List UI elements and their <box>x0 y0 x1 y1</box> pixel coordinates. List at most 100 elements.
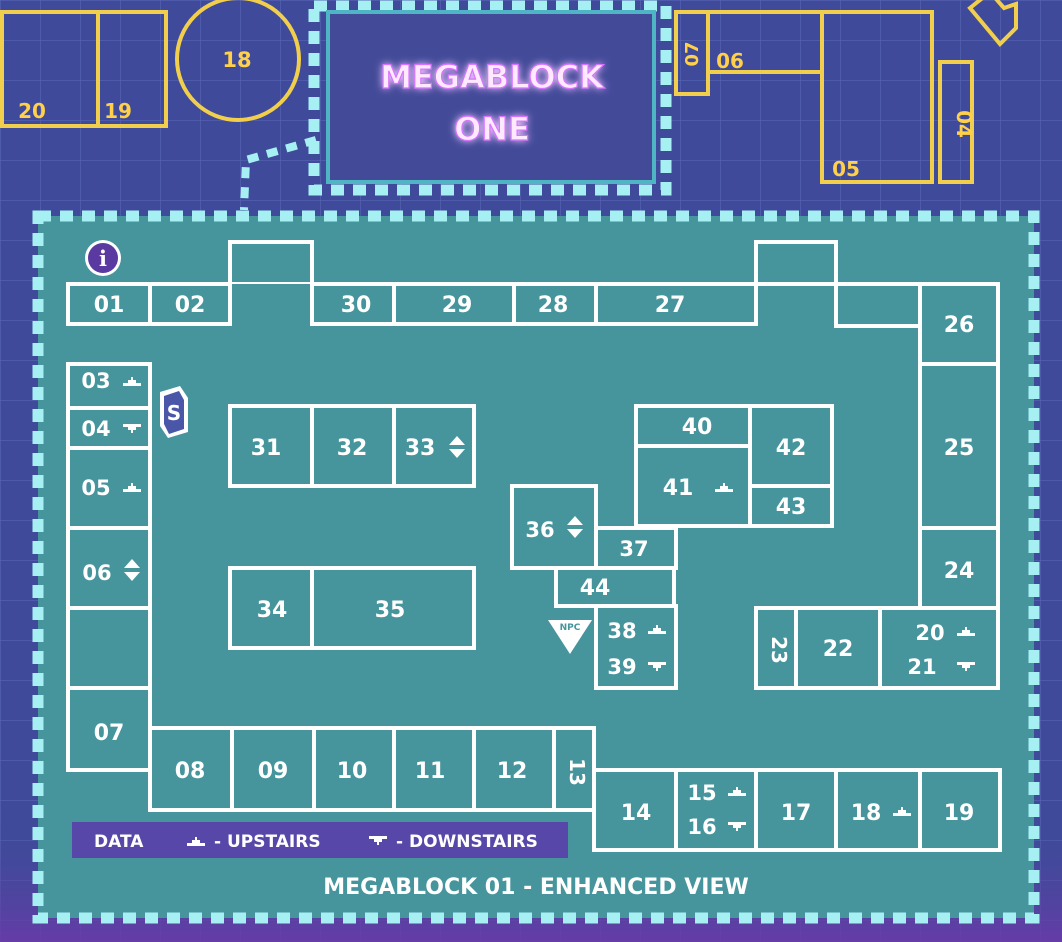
room-32[interactable]: 32 <box>310 404 396 488</box>
legend-downstairs-label: - DOWNSTAIRS <box>396 832 538 852</box>
svg-text:43: 43 <box>776 495 807 520</box>
save-icon[interactable]: S <box>160 386 188 438</box>
title-block: MEGABLOCK ONE <box>308 0 672 196</box>
room-19[interactable]: 19 <box>918 768 1002 852</box>
room-28[interactable]: 28 <box>512 282 598 326</box>
svg-text:28: 28 <box>538 293 569 318</box>
svg-text:19: 19 <box>944 801 975 826</box>
room-25[interactable]: 25 <box>918 362 1000 530</box>
svg-text:30: 30 <box>341 293 372 318</box>
room-04[interactable]: 04 <box>66 406 152 450</box>
svg-text:11: 11 <box>415 759 446 784</box>
svg-text:12: 12 <box>497 759 528 784</box>
room-22[interactable]: 22 <box>794 606 882 690</box>
svg-text:24: 24 <box>944 559 975 584</box>
room-27[interactable]: 27 <box>594 282 758 326</box>
room-26[interactable]: 26 <box>918 282 1000 366</box>
svg-text:31: 31 <box>251 436 282 461</box>
svg-text:27: 27 <box>655 293 686 318</box>
svg-text:41: 41 <box>663 476 694 501</box>
svg-text:26: 26 <box>944 313 975 338</box>
wall-segment <box>834 282 922 328</box>
room-29[interactable]: 29 <box>392 282 516 326</box>
top-right-building: 07 06 05 04 <box>674 0 1018 184</box>
room-09[interactable]: 09 <box>230 726 316 812</box>
room-37[interactable]: 37 <box>594 526 678 570</box>
svg-text:05: 05 <box>81 476 110 500</box>
room-16-label: 16 <box>687 815 716 839</box>
svg-text:S: S <box>167 401 181 425</box>
room-35[interactable]: 35 <box>310 566 476 650</box>
room-44[interactable]: 44 <box>554 566 676 608</box>
room-label: 06 <box>716 49 744 73</box>
room-06[interactable]: 06 <box>66 526 152 610</box>
svg-text:25: 25 <box>944 436 975 461</box>
room-15-16[interactable]: 15 16 <box>674 768 758 852</box>
svg-text:06: 06 <box>82 561 111 585</box>
room-21-label: 21 <box>907 655 936 679</box>
room-label: 04 <box>952 110 976 138</box>
room-38-label: 38 <box>607 619 636 643</box>
svg-text:04: 04 <box>81 417 110 441</box>
room-33[interactable]: 33 <box>392 404 476 488</box>
room-01[interactable]: 01 <box>66 282 152 326</box>
room-layer: 01 02 30 29 28 27 26 03 04 05 06 07 08 0… <box>66 282 1002 852</box>
npc-marker-icon[interactable]: NPC <box>548 620 592 654</box>
svg-text:40: 40 <box>682 415 713 440</box>
room-36[interactable]: 36 <box>510 484 598 570</box>
room-08[interactable]: 08 <box>148 726 234 812</box>
room-07[interactable]: 07 <box>66 686 152 772</box>
room-unlabeled[interactable] <box>66 606 152 690</box>
svg-text:01: 01 <box>94 293 125 318</box>
room-41[interactable]: 41 <box>634 444 752 528</box>
room-24[interactable]: 24 <box>918 526 1000 610</box>
room-39-label: 39 <box>607 655 636 679</box>
svg-text:08: 08 <box>175 759 206 784</box>
room-05[interactable]: 05 <box>66 446 152 530</box>
room-14[interactable]: 14 <box>592 768 678 852</box>
svg-text:17: 17 <box>781 801 812 826</box>
room-label: 20 <box>18 99 46 123</box>
legend: DATA - UPSTAIRS - DOWNSTAIRS <box>72 822 568 858</box>
svg-text:35: 35 <box>375 598 406 623</box>
svg-text:10: 10 <box>337 759 368 784</box>
top-round-building: 18 <box>175 0 301 122</box>
room-03[interactable]: 03 <box>66 362 152 410</box>
svg-text:33: 33 <box>405 436 436 461</box>
room-30[interactable]: 30 <box>310 282 396 326</box>
room-18[interactable]: 18 <box>834 768 922 852</box>
room-20-label: 20 <box>915 621 944 645</box>
wall-segment <box>228 240 314 286</box>
room-20-21[interactable]: 20 21 <box>878 606 1000 690</box>
room-34[interactable]: 34 <box>228 566 314 650</box>
room-40[interactable]: 40 <box>634 404 752 448</box>
room-label: 19 <box>104 99 132 123</box>
room-42[interactable]: 42 <box>748 404 834 488</box>
room-23[interactable]: 23 <box>754 606 798 690</box>
megablock-dashed-border <box>32 210 1040 924</box>
svg-text:03: 03 <box>81 369 110 393</box>
svg-text:37: 37 <box>619 537 648 561</box>
svg-text:29: 29 <box>442 293 473 318</box>
room-43[interactable]: 43 <box>748 484 834 528</box>
room-02[interactable]: 02 <box>148 282 232 326</box>
svg-text:22: 22 <box>823 637 854 662</box>
svg-text:07: 07 <box>94 721 125 746</box>
room-38-39[interactable]: 38 39 <box>594 604 678 690</box>
svg-text:02: 02 <box>175 293 206 318</box>
room-13[interactable]: 13 <box>552 726 596 812</box>
room-11[interactable]: 11 <box>392 726 476 812</box>
corner-structure <box>967 0 1018 47</box>
info-icon[interactable]: i <box>85 240 121 276</box>
room-10[interactable]: 10 <box>312 726 396 812</box>
room-31[interactable]: 31 <box>228 404 314 488</box>
title-line-2: ONE <box>454 110 530 148</box>
svg-text:32: 32 <box>337 436 368 461</box>
top-left-building: 20 19 <box>0 10 168 128</box>
room-label: 07 <box>682 41 703 66</box>
room-12[interactable]: 12 <box>472 726 556 812</box>
svg-text:NPC: NPC <box>560 623 581 633</box>
wall-segment <box>754 240 838 286</box>
room-17[interactable]: 17 <box>754 768 838 852</box>
